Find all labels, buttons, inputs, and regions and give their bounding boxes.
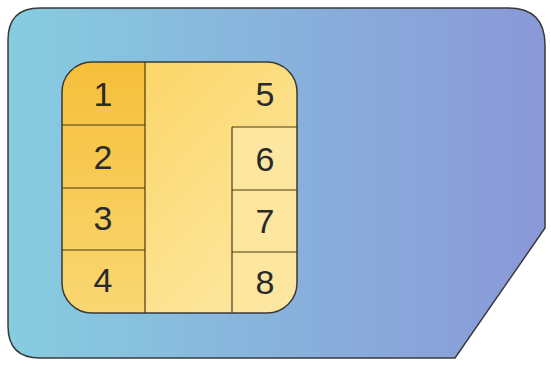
pin-number: 7 [256,204,275,238]
pin-number: 3 [94,201,113,235]
card-body [8,8,545,358]
left-pads [62,62,145,313]
right-pads [232,127,297,313]
pin-number: 6 [256,142,275,176]
chip-outline [62,62,297,313]
pin-number: 4 [94,263,113,297]
pin-number: 2 [94,140,113,174]
chip [62,62,297,313]
chip-fill [62,62,297,313]
pad-dividers [62,62,297,313]
pin-number: 1 [94,77,113,111]
pin-number: 5 [256,77,275,111]
pin-number: 8 [256,265,275,299]
